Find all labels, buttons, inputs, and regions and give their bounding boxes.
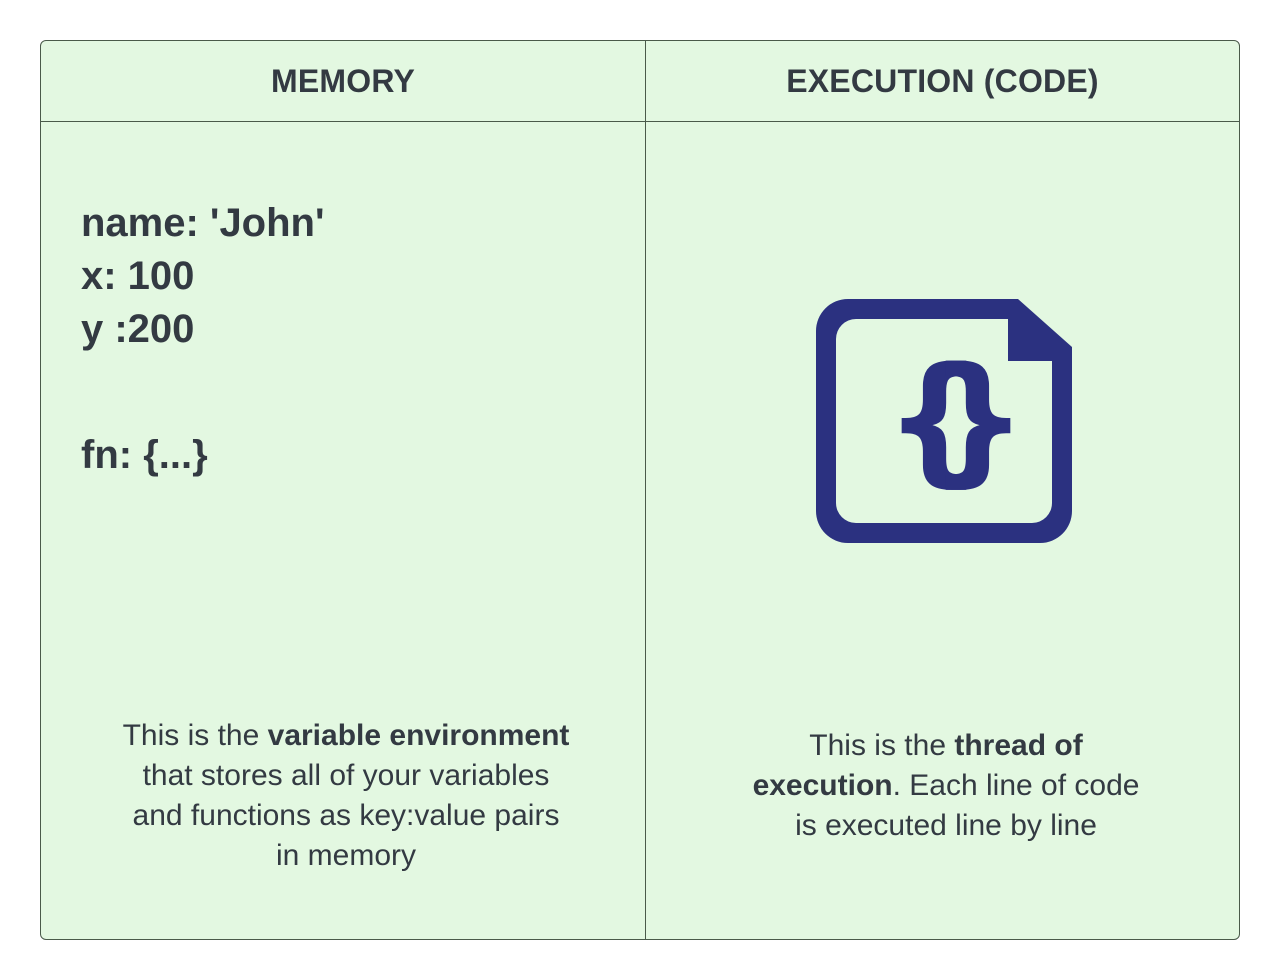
memory-caption-text-1: This is the <box>122 719 268 752</box>
svg-text:{: { <box>884 338 984 501</box>
memory-variables: name: 'John' x: 100 y :200 <box>81 197 325 356</box>
execution-caption-text-2: . Each line of code is executed line by … <box>795 769 1140 842</box>
svg-text:}: } <box>928 338 1028 501</box>
code-file-icon: { } <box>816 299 1072 543</box>
memory-caption: This is the variable environment that st… <box>121 716 571 876</box>
execution-caption-text-1: This is the <box>809 729 955 762</box>
variable-y: y :200 <box>81 307 195 351</box>
function-entry: fn: {...} <box>81 433 208 477</box>
memory-caption-bold: variable environment <box>267 719 570 752</box>
execution-column: EXECUTION (CODE) { } This is the thread … <box>645 41 1239 939</box>
memory-caption-text-2: that stores all of your variables and fu… <box>132 759 560 872</box>
execution-caption: This is the thread of execution. Each li… <box>746 726 1146 846</box>
execution-header: EXECUTION (CODE) <box>646 41 1239 122</box>
memory-column: MEMORY name: 'John' x: 100 y :200 fn: {.… <box>41 41 645 939</box>
execution-caption-bold: thread of execution <box>752 729 1083 802</box>
variable-name: name: 'John' <box>81 201 325 245</box>
variable-x: x: 100 <box>81 254 195 298</box>
memory-execution-table: MEMORY name: 'John' x: 100 y :200 fn: {.… <box>40 40 1240 940</box>
memory-header: MEMORY <box>41 41 645 122</box>
